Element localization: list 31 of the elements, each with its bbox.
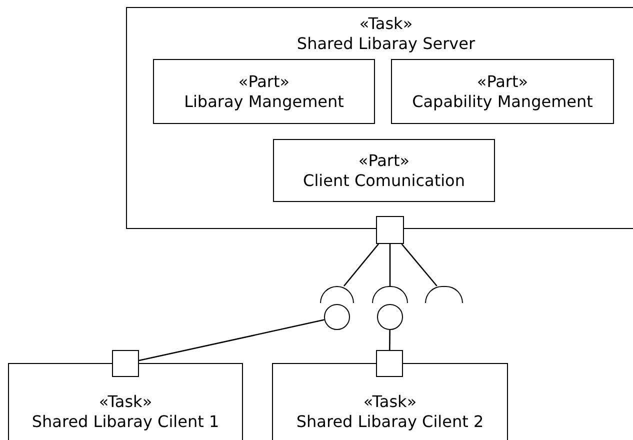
node-title: Shared Libaray Cilent 2 <box>296 412 484 432</box>
socket-arc <box>425 286 463 303</box>
port-square <box>376 350 403 377</box>
stereotype-label: «Task» <box>359 14 413 34</box>
part-box <box>391 59 614 124</box>
node-title: Shared Libaray Cilent 1 <box>32 412 220 432</box>
interface-circle <box>377 304 403 330</box>
connector-line <box>343 244 379 286</box>
connector-line <box>138 319 324 362</box>
stereotype-label: «Task» <box>98 392 152 412</box>
node-title: Capability Mangement <box>412 92 593 112</box>
task-box <box>272 363 508 440</box>
connector-line <box>401 244 438 286</box>
node-title: Shared Libaray Server <box>296 34 476 54</box>
interface-circle <box>324 304 350 330</box>
node-title: Client Comunication <box>303 170 465 190</box>
connector-line <box>389 244 391 286</box>
node-title: Libaray Mangement <box>184 92 344 112</box>
task-box <box>8 363 243 440</box>
task-box <box>126 7 633 229</box>
part-box <box>153 59 375 124</box>
stereotype-label: «Part» <box>358 150 410 170</box>
port-square <box>112 350 139 377</box>
stereotype-label: «Part» <box>476 72 528 92</box>
part-box <box>273 139 495 202</box>
stereotype-label: «Part» <box>238 72 290 92</box>
connector-line <box>389 330 390 350</box>
socket-arc <box>320 286 354 303</box>
stereotype-label: «Task» <box>363 392 417 412</box>
socket-arc <box>372 286 408 303</box>
port-square <box>376 216 404 244</box>
